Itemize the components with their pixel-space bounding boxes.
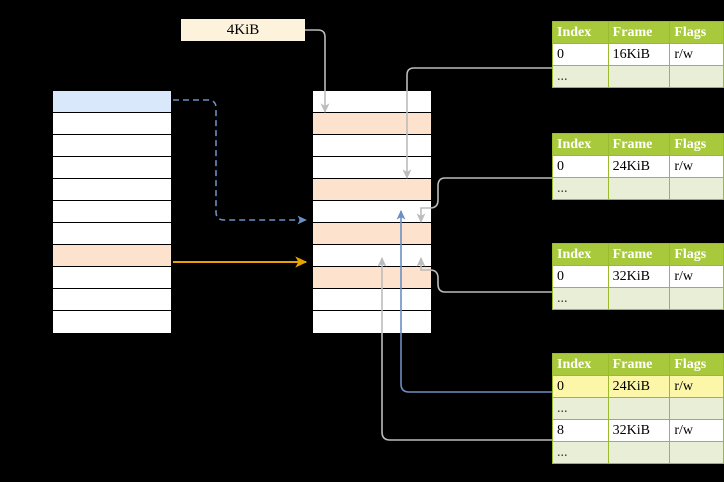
page-table-1-r0-frame: 16KiB [607,43,671,66]
page-table-1-header-row: Index Frame Flags [552,21,724,44]
virtual-address-space-column [51,89,173,333]
page-table-4-r1-frame [607,397,671,420]
page-table-1-header-flags: Flags [669,21,724,44]
virtual-row-9[interactable] [53,267,171,289]
page-table-3-r1-index: ... [552,287,609,310]
physical-row-3[interactable] [313,135,431,157]
page-table-4-r3-flags [669,441,724,464]
page-table-3-header-row: Index Frame Flags [552,243,724,266]
wire-table3-to-physical-row9 [416,257,552,293]
page-table-2-header-flags: Flags [669,133,724,156]
physical-row-1[interactable] [313,91,431,113]
page-table-4-r2-flags: r/w [669,419,724,442]
page-table-2-r1-frame [607,177,671,200]
page-table-2-r0-flags: r/w [669,155,724,178]
page-table-4-r3-index: ... [552,441,609,464]
page-table-3-r0-frame: 32KiB [607,265,671,288]
table-row[interactable]: 0 24KiB r/w [552,155,724,178]
page-table-4-header-row: Index Frame Flags [552,353,724,376]
page-table-4-header-flags: Flags [669,353,724,376]
wire-table4-row8-to-physical-row9 [377,257,552,441]
page-table-3-r1-flags [669,287,724,310]
virtual-row-7[interactable] [53,223,171,245]
wire-chip-to-physical-row2 [305,29,330,113]
page-table-3-r0-flags: r/w [669,265,724,288]
page-table-3-r0-index: 0 [552,265,609,288]
page-table-2-header-frame: Frame [607,133,671,156]
virtual-row-5[interactable] [53,179,171,201]
table-row[interactable]: ... [552,441,724,464]
physical-row-4[interactable] [313,157,431,179]
wire-table2-to-physical-row7 [416,177,552,223]
page-table-2: Index Frame Flags 0 24KiB r/w ... [552,133,724,200]
page-table-1-r1-frame [607,65,671,88]
page-table-2-header-row: Index Frame Flags [552,133,724,156]
page-table-2-header-index: Index [552,133,609,156]
virtual-row-4[interactable] [53,157,171,179]
virtual-row-10[interactable] [53,289,171,311]
page-table-2-r0-frame: 24KiB [607,155,671,178]
page-table-2-r1-flags [669,177,724,200]
page-table-4-r2-frame: 32KiB [607,419,671,442]
page-table-1-r1-index: ... [552,65,609,88]
virtual-row-3[interactable] [53,135,171,157]
page-table-4-r0-frame: 24KiB [607,375,671,398]
table-row[interactable]: 0 16KiB r/w [552,43,724,66]
page-table-2-r0-index: 0 [552,155,609,178]
page-table-4-r2-index: 8 [552,419,609,442]
virtual-row-2[interactable] [53,113,171,135]
page-table-4-r3-frame [607,441,671,464]
virtual-row-11[interactable] [53,311,171,333]
page-table-1-r0-flags: r/w [669,43,724,66]
page-table-3-header-index: Index [552,243,609,266]
page-table-1-header-frame: Frame [607,21,671,44]
table-row[interactable]: ... [552,287,724,310]
page-table-1-header-index: Index [552,21,609,44]
table-row[interactable]: ... [552,177,724,200]
table-row[interactable]: 8 32KiB r/w [552,419,724,442]
wire-table4-row0-to-physical-row7 [396,210,552,393]
page-table-2-r1-index: ... [552,177,609,200]
virtual-row-1[interactable] [53,91,171,113]
page-table-4-r1-flags [669,397,724,420]
size-label-chip: 4KiB [181,19,305,41]
page-table-1: Index Frame Flags 0 16KiB r/w ... [552,21,724,88]
virtual-row-6[interactable] [53,201,171,223]
page-table-4-r1-index: ... [552,397,609,420]
wire-virtual-row1-to-physical-row7-dashed [173,99,307,225]
page-table-4-header-index: Index [552,353,609,376]
page-table-3-r1-frame [607,287,671,310]
wire-table1-to-physical-row5 [402,67,552,179]
page-table-1-r0-index: 0 [552,43,609,66]
page-table-4-header-frame: Frame [607,353,671,376]
page-table-3-header-flags: Flags [669,243,724,266]
page-table-4-r0-index: 0 [552,375,609,398]
virtual-row-8[interactable] [53,245,171,267]
table-row[interactable]: ... [552,397,724,420]
page-table-4: Index Frame Flags 0 24KiB r/w ... 8 32Ki… [552,353,724,464]
table-row[interactable]: ... [552,65,724,88]
table-row[interactable]: 0 24KiB r/w [552,375,724,398]
table-row[interactable]: 0 32KiB r/w [552,265,724,288]
physical-row-2[interactable] [313,113,431,135]
page-table-4-r0-flags: r/w [669,375,724,398]
page-table-1-r1-flags [669,65,724,88]
page-table-3: Index Frame Flags 0 32KiB r/w ... [552,243,724,310]
physical-row-5[interactable] [313,179,431,201]
page-table-3-header-frame: Frame [607,243,671,266]
